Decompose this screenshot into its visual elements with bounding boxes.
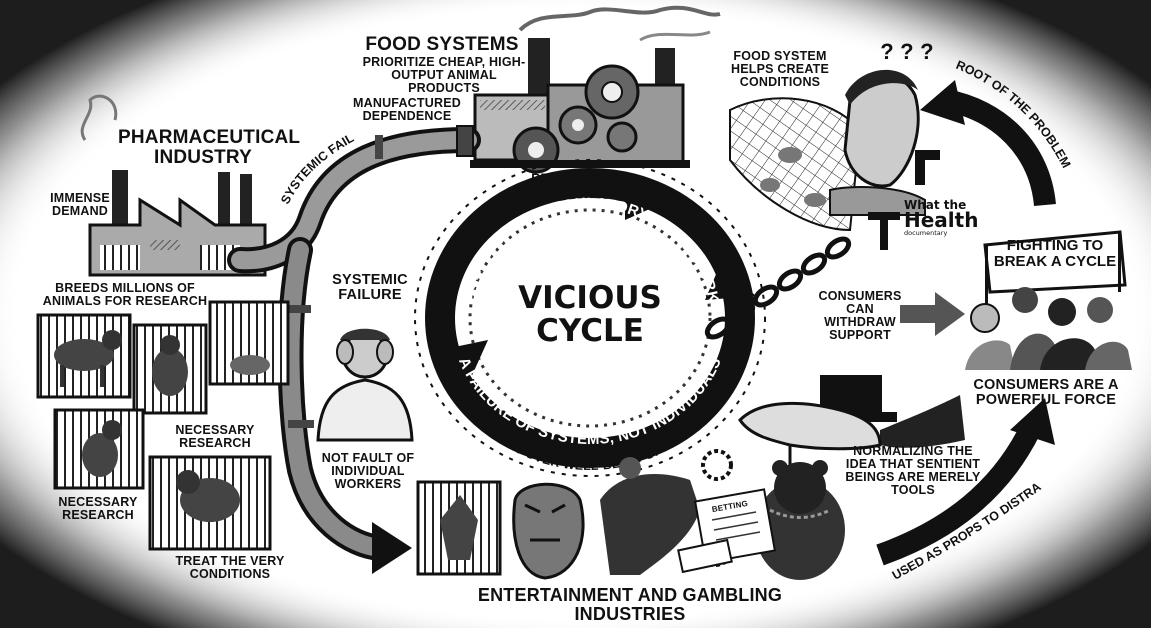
vicious-cycle-title: VICIOUS CYCLE xyxy=(518,280,662,349)
entertainment-industries-label: ENTERTAINMENT AND GAMBLING INDUSTRIES xyxy=(477,585,783,624)
logo-line-2: Health xyxy=(904,208,979,233)
pharma-title: PHARMACEUTICAL INDUSTRY xyxy=(118,127,301,168)
food-systems-subtitle: PRIORITIZE CHEAP, HIGH- OUTPUT ANIMAL PR… xyxy=(362,55,526,96)
necessary-research-label-2: NECESSARY RESEARCH xyxy=(58,495,138,523)
pharma-factory xyxy=(80,94,267,277)
withdraw-arrow xyxy=(900,292,965,336)
treat-conditions-label: TREAT THE VERY CONDITIONS xyxy=(175,554,285,582)
consumers-withdraw-label: CONSUMERS CAN WITHDRAW SUPPORT xyxy=(818,289,902,343)
consumers-force-label: CONSUMERS ARE A POWERFUL FORCE xyxy=(973,377,1119,409)
food-factory xyxy=(470,5,721,174)
protest-crowd xyxy=(965,230,1132,370)
entertainment-scene xyxy=(416,449,777,580)
logo-line-3: documentary xyxy=(904,229,948,238)
systemic-failure-label: SYSTEMIC FAILURE xyxy=(332,272,408,304)
normalizing-label: NORMALIZING THE IDEA THAT SENTIENT BEING… xyxy=(845,444,981,498)
puppeteer-hand xyxy=(738,375,965,475)
logo-line-1: What the xyxy=(904,198,967,212)
research-cages xyxy=(36,300,290,551)
not-fault-label: NOT FAULT OF INDIVIDUAL WORKERS xyxy=(321,451,415,492)
immense-demand-label: IMMENSE DEMAND xyxy=(50,191,110,219)
what-the-health-logo: What the Health documentary xyxy=(904,198,979,238)
food-system-helps-label: FOOD SYSTEM HELPS CREATE CONDITIONS xyxy=(730,49,829,90)
question-marks: ? ? ? xyxy=(880,39,934,64)
fighting-banner-label: FIGHTING TO BREAK A CYCLE xyxy=(993,237,1117,270)
food-systems-title: FOOD SYSTEMS xyxy=(365,34,519,55)
distressed-worker xyxy=(316,328,414,442)
chained-bear xyxy=(755,460,845,580)
manufactured-dependence-label: MANUFACTURED DEPENDENCE xyxy=(353,96,461,124)
chain xyxy=(704,236,852,340)
net-and-man xyxy=(729,69,940,250)
breeds-animals-label: BREEDS MILLIONS OF ANIMALS FOR RESEARCH xyxy=(42,281,208,309)
necessary-research-label-1: NECESSARY RESEARCH xyxy=(175,423,255,451)
pre-existing-infrastructure-label: PRE-EXISTING INFRASTRUCTURE xyxy=(516,171,644,201)
